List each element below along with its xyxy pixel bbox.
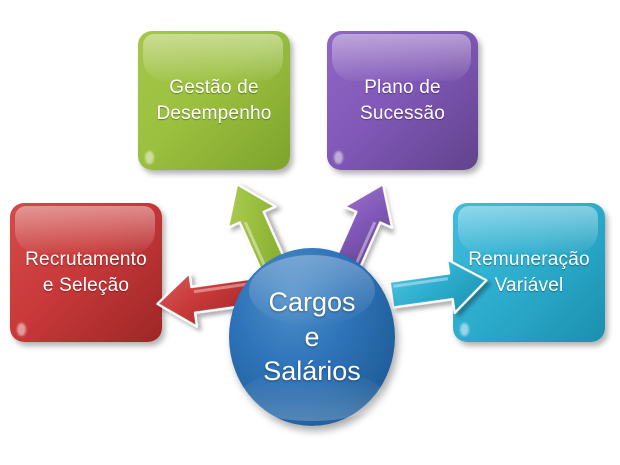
- node-gestao-de-desempenho[interactable]: Gestão de Desempenho: [138, 31, 290, 170]
- arrow-to-remuneracao-variavel: [386, 254, 492, 336]
- center-node-label: Cargos e Salários: [263, 287, 361, 387]
- node-remuneracao-variavel[interactable]: Remuneração Variável: [453, 203, 605, 342]
- node-label-plano-de-sucessao: Plano de Sucessão: [359, 77, 446, 124]
- node-label-remuneracao-variavel: Remuneração Variável: [468, 249, 590, 296]
- node-plano-de-sucessao[interactable]: Plano de Sucessão: [327, 31, 478, 170]
- node-recrutamento-e-selecao[interactable]: Recrutamento e Seleção: [10, 203, 162, 342]
- node-label-gestao-de-desempenho: Gestão de Desempenho: [156, 77, 272, 124]
- node-label-recrutamento-e-selecao: Recrutamento e Seleção: [25, 249, 147, 296]
- center-node-cargos-e-salarios[interactable]: Cargos e Salários: [229, 248, 395, 426]
